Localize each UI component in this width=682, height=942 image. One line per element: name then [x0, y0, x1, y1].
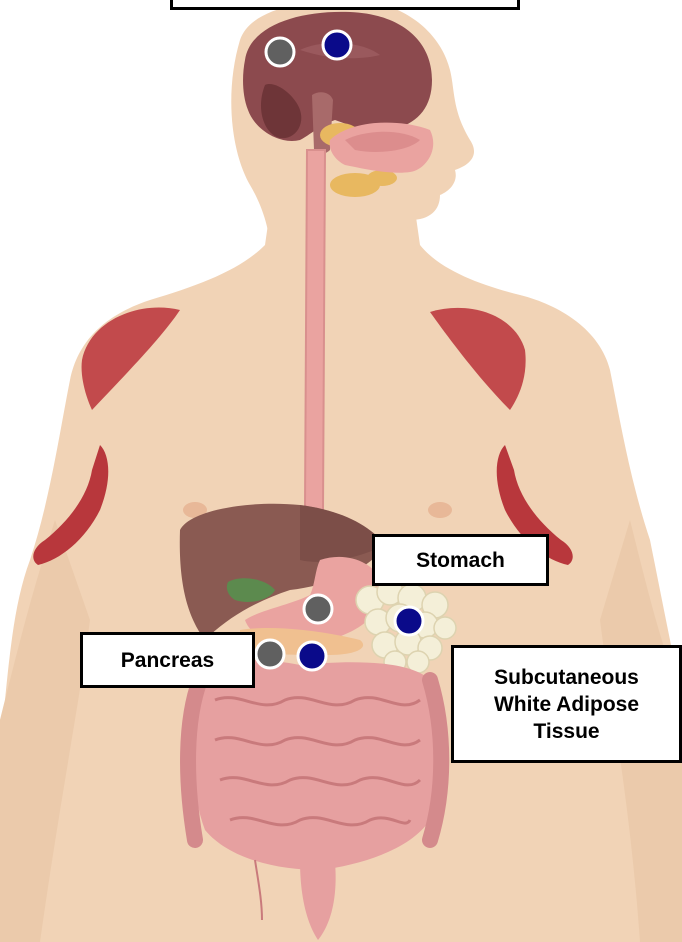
brain-label-box — [170, 0, 520, 10]
stomach-label-text: Stomach — [416, 547, 505, 574]
marker-brain-blue — [323, 31, 351, 59]
adipose-label-line3: Tissue — [533, 718, 599, 745]
pancreas-label-text: Pancreas — [121, 647, 214, 674]
marker-pancreas-blue — [298, 642, 326, 670]
esophagus — [305, 150, 325, 510]
marker-brain-gray — [266, 38, 294, 66]
adipose-label-line2: White Adipose — [494, 691, 639, 718]
marker-adipose-blue — [395, 607, 423, 635]
adipose-label: Subcutaneous White Adipose Tissue — [451, 645, 682, 763]
marker-stomach-gray — [304, 595, 332, 623]
adipose-label-line1: Subcutaneous — [494, 664, 639, 691]
pancreas-label: Pancreas — [80, 632, 255, 688]
marker-pancreas-gray — [256, 640, 284, 668]
stomach-label: Stomach — [372, 534, 549, 586]
